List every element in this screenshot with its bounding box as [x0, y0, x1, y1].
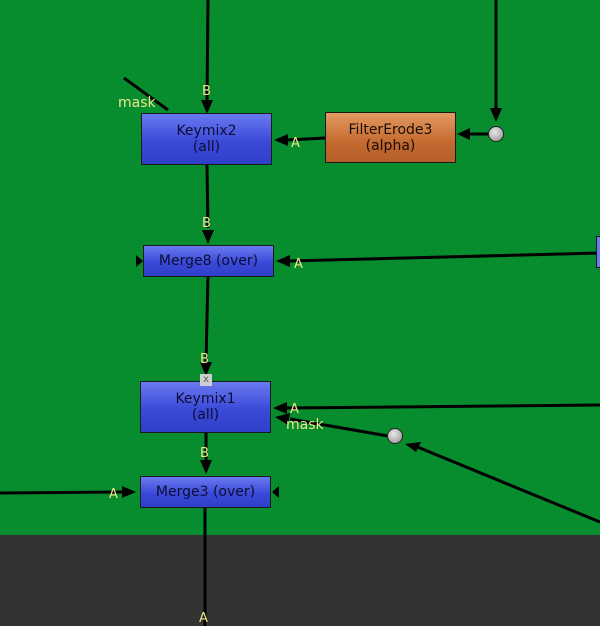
- lower-panel: [0, 535, 600, 626]
- arrow-keymix1-b: [200, 362, 212, 376]
- label-a-keymix2: A: [291, 136, 300, 151]
- label-mask-keymix2: mask: [118, 95, 156, 111]
- wire-mask-keymix2[interactable]: [123, 76, 169, 112]
- arrow-dot-right: [405, 442, 421, 452]
- arrow-keymix2-a: [274, 134, 288, 146]
- label-b-keymix1: B: [200, 352, 209, 367]
- arrow-merge8-a: [276, 255, 290, 267]
- wire-right-to-keymix1[interactable]: [285, 403, 600, 410]
- label-a-merge3: A: [109, 487, 118, 502]
- disable-toggle-icon[interactable]: x: [200, 374, 212, 386]
- node-keymix2-subtitle: (all): [192, 139, 221, 155]
- arrow-merge8-left: [136, 255, 143, 267]
- arrow-keymix2-b: [201, 100, 213, 114]
- arrow-keymix1-mask: [275, 413, 290, 425]
- arrow-merge3-right: [272, 486, 279, 498]
- wire-keymix2-to-merge8[interactable]: [205, 164, 210, 229]
- node-filtererode3-subtitle: (alpha): [365, 137, 416, 154]
- label-b-keymix2: B: [202, 84, 211, 99]
- label-b-merge8: B: [202, 216, 211, 231]
- label-a-merge8: A: [294, 257, 303, 272]
- arrow-merge3-b: [200, 460, 212, 474]
- dot-node-bottom[interactable]: [387, 428, 403, 444]
- offscreen-node-right[interactable]: [596, 236, 600, 268]
- wire-merge8-to-keymix1[interactable]: [204, 275, 210, 363]
- node-merge8[interactable]: Merge8 (over): [143, 245, 274, 277]
- dot-node-top[interactable]: [488, 126, 504, 142]
- label-mask-keymix1: mask: [286, 417, 324, 433]
- label-a-output: A: [199, 611, 208, 626]
- node-keymix2[interactable]: Keymix2 (all): [141, 113, 272, 165]
- wire-filtererode3-to-keymix2[interactable]: [287, 136, 326, 142]
- node-graph-canvas[interactable]: [0, 0, 600, 535]
- node-keymix1-subtitle: (all): [191, 407, 220, 423]
- node-filtererode3-title: FilterErode3: [348, 121, 433, 138]
- wire-top-to-keymix2[interactable]: [205, 0, 210, 105]
- wire-dot-to-keymix1-mask[interactable]: [289, 417, 389, 438]
- node-filtererode3[interactable]: FilterErode3 (alpha): [325, 112, 456, 163]
- node-merge3-title: Merge3 (over): [155, 484, 256, 500]
- node-keymix1[interactable]: Keymix1 (all): [140, 381, 271, 433]
- node-keymix2-title: Keymix2: [176, 123, 237, 139]
- arrow-filtererode3-input: [457, 128, 470, 140]
- node-keymix1-title: Keymix1: [175, 391, 236, 407]
- node-merge3[interactable]: Merge3 (over): [140, 476, 271, 508]
- arrow-dot-down: [490, 108, 502, 122]
- label-b-merge3: B: [200, 446, 209, 461]
- arrow-keymix1-a: [273, 402, 287, 414]
- wire-left-to-merge3[interactable]: [0, 490, 123, 495]
- arrow-merge3-a: [122, 486, 136, 498]
- label-a-keymix1: A: [290, 402, 299, 417]
- wire-right-to-merge8[interactable]: [287, 251, 600, 263]
- wire-right-to-dot[interactable]: [414, 444, 600, 524]
- arrow-merge8-b: [202, 230, 214, 244]
- node-merge8-title: Merge8 (over): [158, 253, 259, 269]
